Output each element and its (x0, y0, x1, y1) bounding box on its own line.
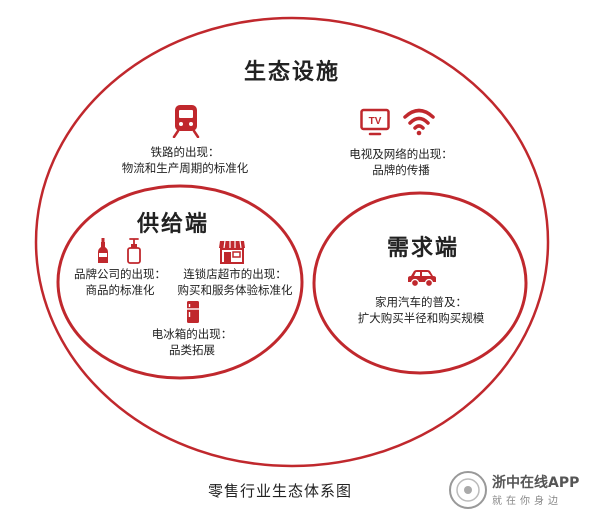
supply-ring (56, 184, 304, 380)
outer-ring (34, 16, 550, 468)
car-note: 家用汽车的普及： 扩大购买半径和购买规模 (346, 294, 496, 326)
fridge-note-line1: 电冰箱的出现： (151, 327, 233, 341)
rail-note-line2: 物流和生产周期的标准化 (121, 161, 249, 175)
watermark-logo (449, 471, 487, 509)
rail-note-line1: 铁路的出现： (150, 145, 220, 159)
car-note-line1: 家用汽车的普及： (375, 295, 467, 309)
pump-bottle-icon (127, 238, 141, 264)
brand-note-line2: 商品的标准化 (85, 283, 155, 297)
fridge-note-line2: 品类拓展 (169, 343, 215, 357)
chain-note: 连锁店超市的出现： 购买和服务体验标准化 (168, 266, 302, 298)
fridge-note: 电冰箱的出现： 品类拓展 (132, 326, 252, 358)
store-icon (219, 240, 245, 264)
rail-note: 铁路的出现： 物流和生产周期的标准化 (100, 144, 270, 176)
watermark-name: 浙中在线APP (492, 475, 580, 491)
brand-note: 品牌公司的出现： 商品的标准化 (68, 266, 172, 298)
train-icon (172, 105, 200, 138)
supply-title: 供给端 (136, 212, 209, 237)
car-icon (408, 270, 436, 288)
brand-note-line1: 品牌公司的出现： (74, 267, 166, 281)
wifi-icon (403, 108, 435, 136)
bottle-icon (98, 238, 108, 263)
network-note: 电视及网络的出现： 品牌的传播 (336, 146, 466, 178)
car-note-line2: 扩大购买半径和购买规模 (357, 311, 485, 325)
diagram-caption: 零售行业生态体系图 (207, 482, 352, 500)
chain-note-line1: 连锁店超市的出现： (183, 267, 287, 281)
tv-icon-label: TV (369, 116, 382, 127)
fridge-icon (187, 301, 199, 323)
tv-icon: TV (360, 108, 390, 136)
demand-title: 需求端 (386, 236, 459, 261)
outer-title: 生态设施 (243, 60, 340, 85)
watermark: 浙中在线APP 就在你身边 (448, 470, 598, 514)
network-note-line1: 电视及网络的出现： (349, 147, 453, 161)
network-note-line2: 品牌的传播 (372, 163, 430, 177)
demand-ring (312, 191, 528, 375)
chain-note-line2: 购买和服务体验标准化 (177, 283, 293, 297)
watermark-slogan: 就在你身边 (492, 496, 562, 507)
